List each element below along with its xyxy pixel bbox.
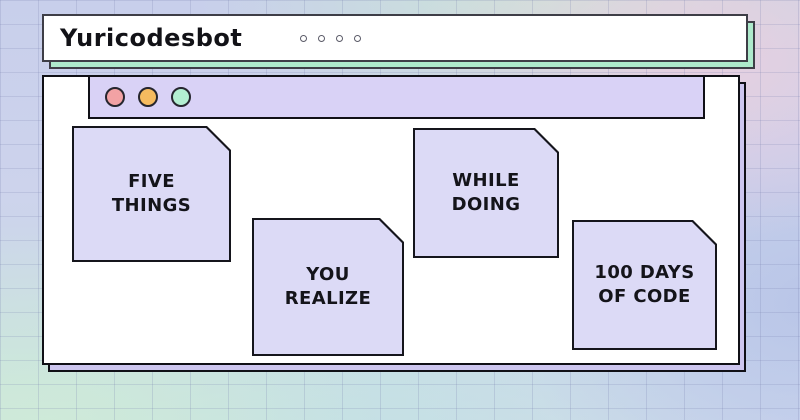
note-line: DOING [451,194,521,215]
dot-icon [318,34,326,42]
window-toolbar [88,75,705,119]
close-button-icon[interactable] [105,87,125,107]
sticky-note-100-days-of-code[interactable]: 100 DAYS OF CODE [572,220,717,350]
note-line: OF CODE [598,286,691,307]
traffic-lights [105,87,191,107]
sticky-note-label: 100 DAYS OF CODE [594,261,694,310]
sticky-note-surface: WHILE DOING [415,130,557,256]
sticky-note-label: WHILE DOING [452,169,521,218]
site-title: Yuricodesbot [60,24,243,52]
sticky-note-surface: 100 DAYS OF CODE [574,222,715,348]
sticky-note-label: FIVE THINGS [112,170,191,219]
note-line: REALIZE [284,288,372,309]
dot-icon [336,34,344,42]
sticky-note-label: YOU REALIZE [285,263,371,312]
dot-icon [300,34,308,42]
sticky-note-surface: YOU REALIZE [254,220,402,354]
sticky-note-five-things[interactable]: FIVE THINGS [72,126,231,262]
dot-icon [354,34,362,42]
minimize-button-icon[interactable] [138,87,158,107]
sticky-note-while-doing[interactable]: WHILE DOING [413,128,559,258]
maximize-button-icon[interactable] [171,87,191,107]
titlebar-dots [300,34,362,42]
note-line: YOU [306,263,350,285]
browser-window: FIVE THINGS YOU REALIZE WHILE DOING [42,75,740,365]
sticky-note-surface: FIVE THINGS [74,128,229,260]
note-line: 100 DAYS [594,261,695,283]
note-line: THINGS [111,195,192,216]
browser-titlebar: Yuricodesbot [42,14,748,62]
note-line: WHILE [452,169,520,191]
sticky-note-you-realize[interactable]: YOU REALIZE [252,218,404,356]
note-line: FIVE [128,170,175,192]
